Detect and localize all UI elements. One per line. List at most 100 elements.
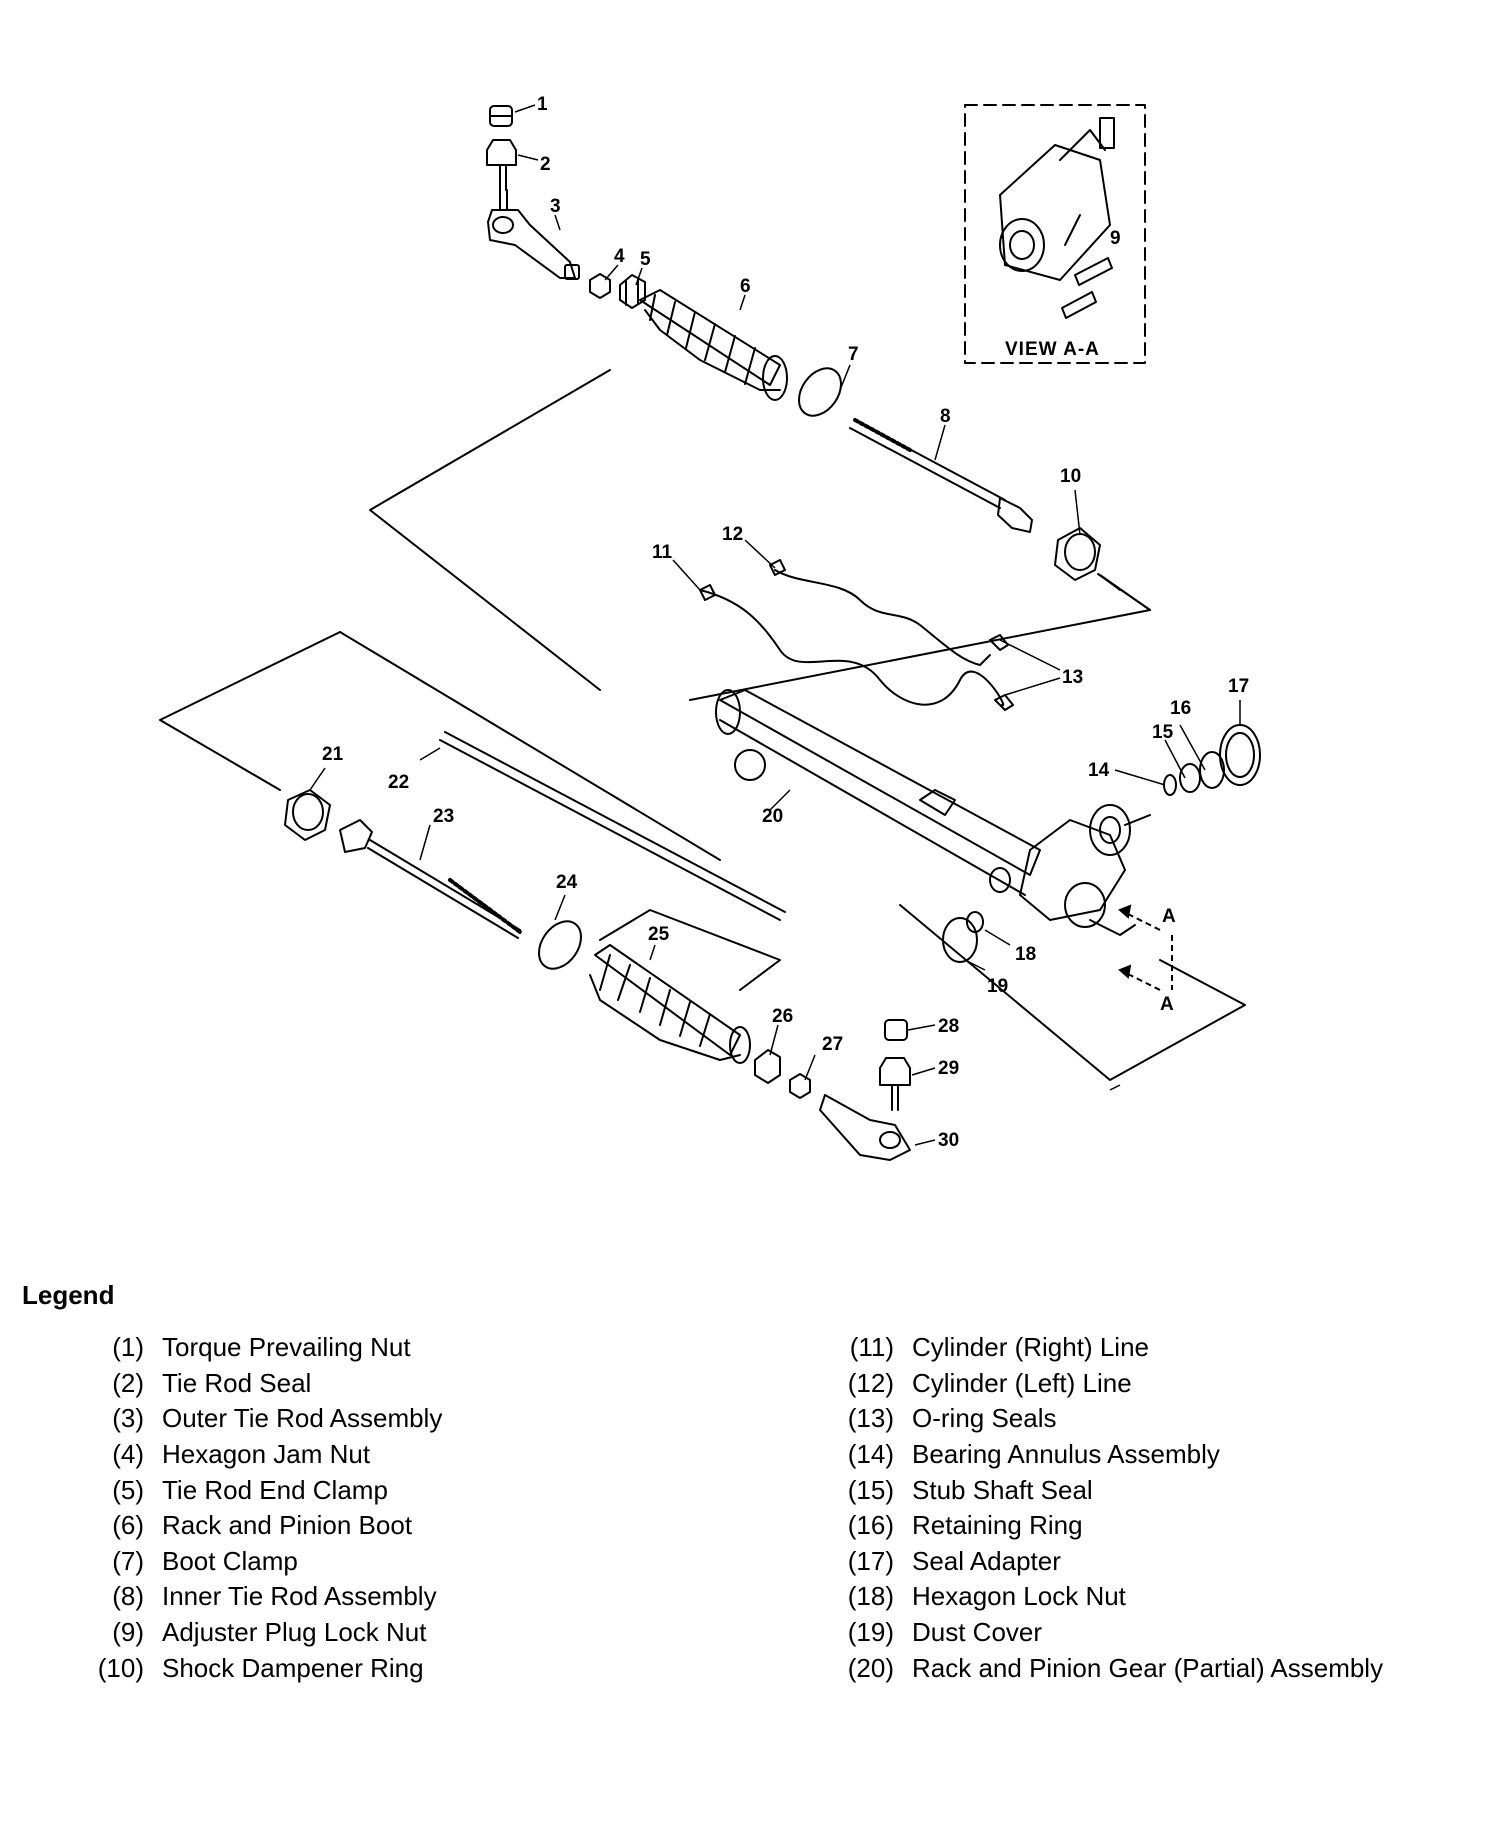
- callout-23: 23: [433, 806, 454, 827]
- legend-item-name: Inner Tie Rod Assembly: [162, 1581, 437, 1612]
- callout-1: 1: [537, 94, 548, 115]
- legend-item-number: (19): [847, 1617, 894, 1648]
- legend-item-number: (17): [847, 1545, 894, 1576]
- legend-item: (3) Outer Tie Rod Assembly: [70, 1401, 770, 1437]
- lower-group-outline: [159, 631, 1246, 1081]
- legend-item: (16)Retaining Ring: [820, 1508, 1500, 1544]
- tie-rod-end-clamp: [619, 274, 646, 309]
- legend-item-number: (6): [112, 1510, 144, 1541]
- legend-item-number: (3): [112, 1403, 144, 1434]
- callout-7: 7: [848, 344, 859, 365]
- boot-clamp-lower: [538, 920, 582, 970]
- dust-cover: [942, 917, 978, 963]
- legend-item: (17) Seal Adapter: [820, 1544, 1500, 1580]
- legend-item-number: (18): [847, 1581, 894, 1612]
- legend-item-name: Hexagon Lock Nut: [912, 1581, 1126, 1612]
- section-mark-a-top: A: [1162, 906, 1176, 927]
- upper-group-outline: [369, 369, 1151, 701]
- legend-column-left: (1)Torque Prevailing Nut (2) Tie Rod Seal…: [70, 1330, 770, 1686]
- legend-item-number: (20): [847, 1652, 894, 1683]
- legend-item-name: Rack and Pinion Boot: [162, 1510, 413, 1541]
- legend-item-number: (12): [847, 1367, 894, 1398]
- legend-item: (4) Hexagon Jam Nut: [70, 1437, 770, 1473]
- callout-10: 10: [1060, 466, 1081, 487]
- legend-item-number: (9): [112, 1617, 144, 1648]
- torque-prevailing-nut-lower: [884, 1019, 908, 1041]
- legend-item: (12)Cylinder (Left) Line: [820, 1366, 1500, 1402]
- callout-9: 9: [1110, 228, 1121, 249]
- legend-item: (2) Tie Rod Seal: [70, 1366, 770, 1402]
- legend-item-name: Tie Rod End Clamp: [162, 1474, 388, 1505]
- outer-tie-rod-lower: [819, 1094, 911, 1161]
- callout-28: 28: [938, 1016, 959, 1037]
- hexagon-jam-nut-lower: [789, 1073, 811, 1099]
- legend-item-name: O-ring Seals: [912, 1403, 1057, 1434]
- seal-adapter: [1219, 724, 1261, 786]
- legend-item-name: Seal Adapter: [912, 1545, 1061, 1576]
- callout-15: 15: [1152, 722, 1174, 743]
- legend-item: (14)Bearing Annulus Assembly: [820, 1437, 1500, 1473]
- inner-tie-rod: [849, 418, 1033, 533]
- callout-22: 22: [388, 772, 409, 793]
- tie-rod-end-clamp-lower: [754, 1049, 781, 1084]
- legend-item-name: Tie Rod Seal: [162, 1367, 312, 1398]
- legend-item-name: Outer Tie Rod Assembly: [162, 1403, 443, 1434]
- legend-item: (19) Dust Cover: [820, 1615, 1500, 1651]
- legend-item-number: (4): [112, 1439, 144, 1470]
- legend-item-number: (8): [112, 1581, 144, 1612]
- callout-2: 2: [540, 154, 551, 175]
- boot-group-outline: [599, 909, 781, 991]
- inner-tie-rod-lower: [339, 819, 522, 939]
- legend-item-number: (7): [112, 1545, 144, 1576]
- legend-item: (10) Shock Dampener Ring: [70, 1650, 770, 1686]
- bearing-annulus-assembly: [1163, 774, 1177, 796]
- legend-item: (13) O-ring Seals: [820, 1401, 1500, 1437]
- legend-item: (18) Hexagon Lock Nut: [820, 1579, 1500, 1615]
- callout-8: 8: [940, 406, 951, 427]
- shock-dampener-ring: [1054, 527, 1101, 581]
- retaining-ring: [1199, 751, 1225, 789]
- callout-24: 24: [556, 872, 578, 893]
- legend-item-name: Hexagon Jam Nut: [162, 1439, 371, 1470]
- legend-item-name: Adjuster Plug Lock Nut: [162, 1617, 427, 1648]
- callout-21: 21: [322, 744, 344, 765]
- legend-item-number: (5): [112, 1474, 144, 1505]
- legend-item-number: (13): [847, 1403, 894, 1434]
- legend-item: (8) Inner Tie Rod Assembly: [70, 1579, 770, 1615]
- legend-item: (1)Torque Prevailing Nut: [70, 1330, 770, 1366]
- legend-item: (9) Adjuster Plug Lock Nut: [70, 1615, 770, 1651]
- callout-30: 30: [938, 1130, 959, 1151]
- callout-13: 13: [1062, 667, 1083, 688]
- shock-dampener-ring-lower: [284, 789, 331, 841]
- legend-item-number: (10): [97, 1652, 144, 1683]
- callout-14: 14: [1088, 760, 1110, 781]
- cylinder-right-line: [699, 589, 1005, 707]
- cylinder-left-line: [774, 569, 991, 666]
- legend-item-number: (2): [112, 1367, 144, 1398]
- legend-item-name: Boot Clamp: [162, 1545, 298, 1576]
- legend-item: (15)Stub Shaft Seal: [820, 1472, 1500, 1508]
- section-mark-a-bottom: A: [1160, 994, 1174, 1015]
- callout-27: 27: [822, 1034, 843, 1055]
- callout-20: 20: [762, 806, 783, 827]
- rack-and-pinion-boot-lower: [589, 944, 751, 1064]
- legend-item-name: Bearing Annulus Assembly: [912, 1439, 1220, 1470]
- callout-19: 19: [987, 976, 1008, 997]
- legend-item-name: Shock Dampener Ring: [162, 1652, 424, 1683]
- legend-item-number: (15): [847, 1474, 894, 1505]
- legend-item-number: (1): [112, 1332, 144, 1363]
- legend-item: (5) Tie Rod End Clamp: [70, 1472, 770, 1508]
- callout-11: 11: [652, 542, 673, 563]
- adjuster-plug-lock-nut: [1061, 257, 1113, 319]
- torque-prevailing-nut: [489, 105, 513, 127]
- rack-and-pinion-gear-housing: [715, 689, 1151, 936]
- view-aa-label: VIEW A-A: [1005, 339, 1100, 360]
- legend-item-name: Cylinder (Right) Line: [912, 1332, 1149, 1363]
- callout-4: 4: [614, 246, 625, 267]
- callout-12: 12: [722, 524, 743, 545]
- legend-item-name: Retaining Ring: [912, 1510, 1083, 1541]
- legend-title: Legend: [22, 1280, 115, 1310]
- boot-clamp-upper: [798, 367, 842, 417]
- legend-column-right: (11)Cylinder (Right) Line (12)Cylinder (…: [820, 1330, 1500, 1686]
- legend-item-name: Dust Cover: [912, 1617, 1043, 1648]
